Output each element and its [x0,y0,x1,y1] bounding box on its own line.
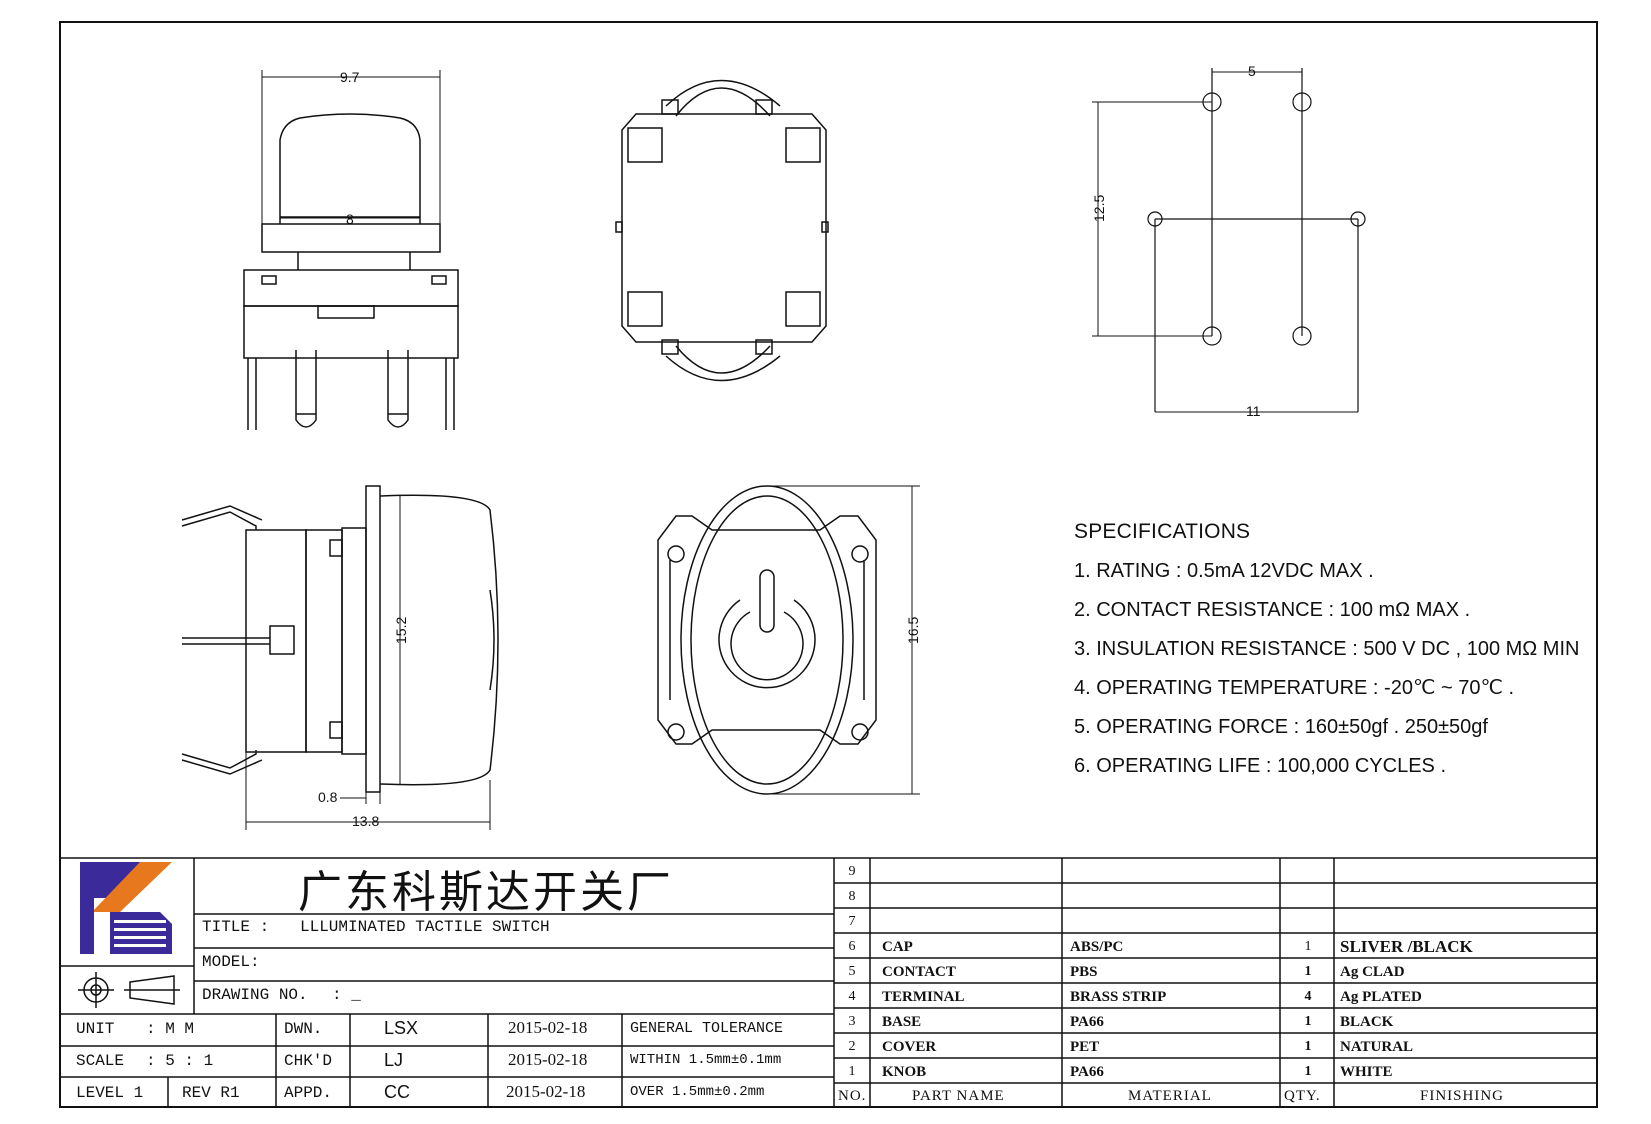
appd-date: 2015-02-18 [506,1082,586,1101]
dim-cap-width: 8 [346,211,354,227]
spec-item: 2. CONTACT RESISTANCE : 100 mΩ MAX . [1074,599,1471,621]
drawing-no-label: DRAWING NO. [202,986,308,1004]
spec-item: 5. OPERATING FORCE : 160±50gf . 250±50gf [1074,716,1488,738]
bom-finish: WHITE [1340,1064,1393,1080]
bom-material: BRASS STRIP [1070,989,1167,1005]
bom-material: PET [1070,1039,1100,1055]
dim-plate-thickness: 0.8 [318,789,338,805]
side-view-dims [245,496,491,830]
chk-label: CHK'D [284,1052,333,1070]
pcb-layout [1147,68,1366,412]
scale-value: : 5 : 1 [146,1052,214,1070]
tolerance-over: OVER 1.5mm±0.2mm [630,1084,765,1100]
side-view [181,485,499,793]
dwn-name: LSX [384,1018,419,1038]
bom-row-number: 7 [848,914,856,929]
bom-row-number: 8 [848,889,856,904]
dim-hole-span-x: 11 [1246,403,1261,419]
bom-material: ABS/PC [1070,939,1124,955]
unit-label: UNIT [76,1020,115,1038]
chk-date: 2015-02-18 [508,1050,588,1069]
bom-finish: Ag CLAD [1340,964,1405,980]
bom-finish: NATURAL [1340,1039,1414,1055]
bom-qty: 1 [1304,964,1312,979]
dwn-date: 2015-02-18 [508,1018,588,1037]
dim-front-height: 16.5 [905,617,921,644]
company-logo [80,862,172,954]
bom-qty: 1 [1304,1014,1312,1029]
scale-label: SCALE [76,1052,125,1070]
pcb-dims [1092,71,1358,413]
dim-hole-pitch-x: 5 [1248,63,1256,79]
tolerance-within: WITHIN 1.5mm±0.1mm [630,1052,782,1068]
title-value: LLLUMINATED TACTILE SWITCH [300,918,550,936]
bom-row-number: 9 [848,864,856,879]
bom-qty: 1 [1304,939,1312,954]
bom-material: PA66 [1070,1064,1104,1080]
bom-row-number: 6 [848,939,856,954]
top-view [657,485,877,795]
spec-item: 1. RATING : 0.5mA 12VDC MAX . [1074,560,1374,582]
top-view-dims [767,485,920,795]
bom-header-part: PART NAME [912,1088,1005,1104]
appd-label: APPD. [284,1084,333,1102]
specifications-list: 1. RATING : 0.5mA 12VDC MAX . 2. CONTACT… [1074,556,1579,790]
bom-part: CONTACT [882,964,956,980]
specifications-title: SPECIFICATIONS [1074,520,1251,543]
bom-header-qty: QTY. [1284,1088,1321,1104]
bom-material: PA66 [1070,1014,1104,1030]
title-label: TITLE : [202,918,270,936]
bom-part: KNOB [882,1064,927,1080]
bom-header-finishing: FINISHING [1420,1088,1504,1104]
bom-part: BASE [882,1014,922,1030]
bom-qty: 1 [1304,1064,1312,1079]
bom-finish: BLACK [1340,1014,1394,1030]
spec-item: 3. INSULATION RESISTANCE : 500 V DC , 10… [1074,638,1580,660]
drawing-no-value: : _ [332,986,361,1004]
model-label: MODEL: [202,953,260,971]
bom-header-no: NO. [838,1088,867,1104]
front-elevation-dims [261,70,441,224]
chk-name: LJ [384,1050,404,1070]
bom-part: CAP [882,939,913,955]
bom-material: PBS [1070,964,1098,980]
bom-part: TERMINAL [882,989,965,1005]
level-label: LEVEL 1 [76,1084,144,1102]
bom-header-material: MATERIAL [1128,1088,1212,1104]
company-name: 广东科斯达开关厂 [298,867,674,918]
bom-row-number: 4 [848,989,856,1004]
dim-side-depth: 13.8 [352,813,379,829]
bom-row-number: 2 [848,1039,856,1054]
projection-symbol [78,972,180,1008]
front-elevation-view [243,113,459,430]
appd-name: CC [384,1082,410,1102]
rev-label: REV R1 [182,1084,240,1102]
spec-item: 6. OPERATING LIFE : 100,000 CYCLES . [1074,755,1447,777]
title-block-grid [60,857,1597,1107]
bom-qty: 1 [1304,1039,1312,1054]
dim-top-width: 9.7 [340,69,360,85]
bom-qty: 4 [1304,989,1312,1004]
bottom-view [615,79,829,382]
bom-row-number: 3 [848,1014,856,1029]
tolerance-title: GENERAL TOLERANCE [630,1020,784,1037]
spec-item: 4. OPERATING TEMPERATURE : -20℃ ~ 70℃ . [1074,677,1515,699]
bom-finish: SLIVER /BLACK [1340,937,1473,956]
dim-side-height: 15.2 [393,617,409,644]
unit-value: : M M [146,1020,195,1038]
bom-part: COVER [882,1039,937,1055]
dim-hole-pitch-y: 12.5 [1091,195,1107,222]
dwn-label: DWN. [284,1020,323,1038]
bom-row-number: 5 [848,964,856,979]
bom-finish: Ag PLATED [1340,989,1422,1005]
bom-row-number: 1 [848,1064,856,1079]
